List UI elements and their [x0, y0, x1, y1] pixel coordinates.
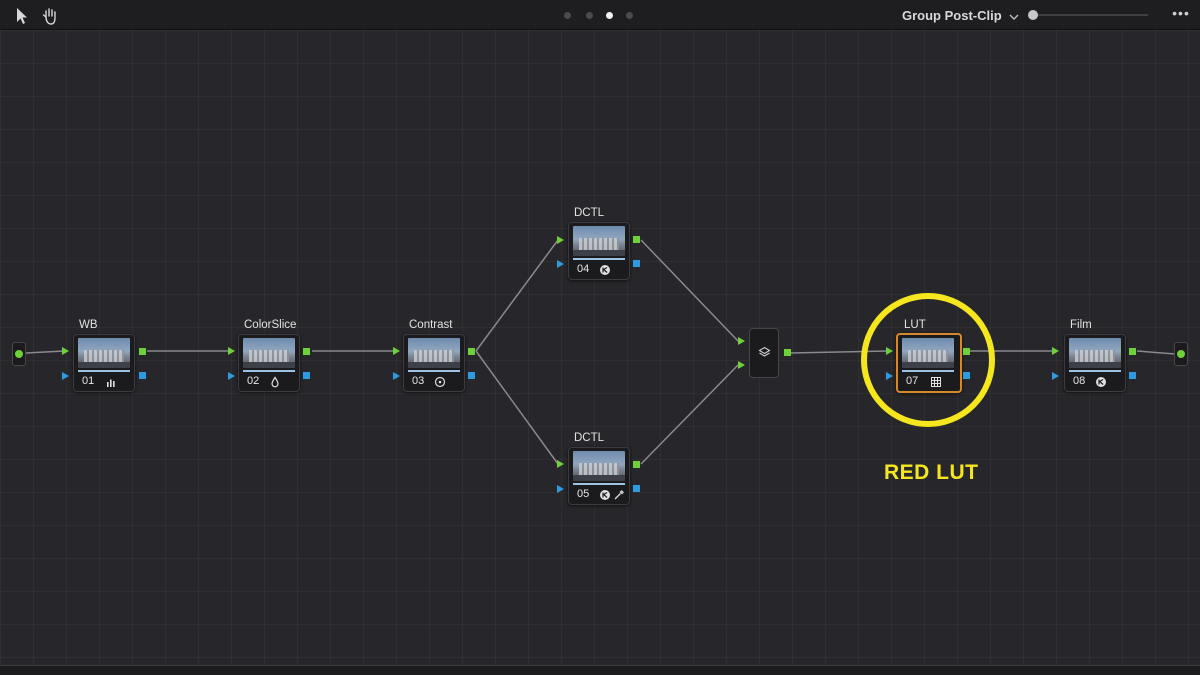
- node-label: ColorSlice: [244, 319, 297, 331]
- rgb-output-port[interactable]: [139, 348, 146, 355]
- key-output-port[interactable]: [139, 372, 146, 379]
- node-status-bar: [78, 370, 130, 372]
- link-contrast-dctl05: [475, 350, 559, 465]
- picker-icon: [613, 488, 625, 500]
- zoom-slider[interactable]: [1028, 10, 1148, 20]
- droplet-icon: [269, 375, 281, 388]
- node-thumbnail: [573, 451, 625, 481]
- node-thumbnail: [1069, 338, 1121, 368]
- input-port[interactable]: [15, 350, 23, 358]
- page-dot-active[interactable]: [606, 12, 613, 19]
- node-label: WB: [79, 319, 98, 331]
- node-mode-selector[interactable]: Group Post-Clip: [902, 8, 1002, 23]
- key-input-port[interactable]: [228, 372, 235, 380]
- key-output-port[interactable]: [1129, 372, 1136, 379]
- hand-icon[interactable]: [40, 6, 60, 26]
- node-status-bar: [243, 370, 295, 372]
- node-label: Film: [1070, 319, 1092, 331]
- node-01-wb[interactable]: 01: [73, 334, 135, 392]
- annotation-label: RED LUT: [884, 461, 979, 484]
- pointer-icon[interactable]: [12, 6, 32, 26]
- node-status-bar: [1069, 370, 1121, 372]
- rgb-output-port[interactable]: [633, 236, 640, 243]
- dctl-icon: [599, 263, 611, 275]
- link-dctl05-mixer: [640, 364, 739, 465]
- circle-dot-icon: [434, 375, 446, 388]
- rgb-output-port[interactable]: [633, 461, 640, 468]
- rgb-input-port[interactable]: [1052, 347, 1059, 355]
- node-label: DCTL: [574, 432, 605, 444]
- dctl-icon: [599, 488, 611, 500]
- bottom-bar: [0, 665, 1200, 675]
- link-film-output: [1136, 350, 1176, 355]
- node-08-film[interactable]: 08: [1064, 334, 1126, 392]
- rgb-input-port[interactable]: [557, 460, 564, 468]
- node-status-bar: [573, 258, 625, 260]
- layers-icon: [758, 346, 771, 359]
- node-number: 03: [412, 375, 425, 387]
- node-label: Contrast: [409, 319, 453, 331]
- dctl-icon: [1095, 375, 1107, 387]
- link-contrast-dctl04: [475, 239, 559, 352]
- rgb-output-port[interactable]: [784, 349, 791, 356]
- node-04-dctl[interactable]: 04: [568, 222, 630, 280]
- rgb-input-port[interactable]: [557, 236, 564, 244]
- zoom-handle[interactable]: [1028, 10, 1038, 20]
- rgb-input-port[interactable]: [228, 347, 235, 355]
- key-output-port[interactable]: [303, 372, 310, 379]
- more-dots-icon[interactable]: •••: [1172, 5, 1190, 21]
- key-output-port[interactable]: [633, 260, 640, 267]
- key-input-port[interactable]: [62, 372, 69, 380]
- node-05-dctl[interactable]: 05: [568, 447, 630, 505]
- node-number: 02: [247, 375, 260, 387]
- parallel-mixer-node[interactable]: [749, 328, 779, 378]
- node-number: 05: [577, 488, 590, 500]
- node-03-contrast[interactable]: 03: [403, 334, 465, 392]
- key-output-port[interactable]: [633, 485, 640, 492]
- rgb-output-port[interactable]: [1129, 348, 1136, 355]
- mixer-input-port-1[interactable]: [738, 337, 745, 345]
- page-dot[interactable]: [586, 12, 593, 19]
- page-dot[interactable]: [564, 12, 571, 19]
- key-input-port[interactable]: [557, 485, 564, 493]
- node-thumbnail: [78, 338, 130, 368]
- link-input-wb: [25, 350, 65, 354]
- mixer-input-port-2[interactable]: [738, 361, 745, 369]
- node-thumbnail: [573, 226, 625, 256]
- key-input-port[interactable]: [557, 260, 564, 268]
- rgb-output-port[interactable]: [468, 348, 475, 355]
- output-node[interactable]: [1174, 342, 1188, 366]
- rgb-input-port[interactable]: [393, 347, 400, 355]
- key-input-port[interactable]: [393, 372, 400, 380]
- bars-icon: [105, 375, 117, 387]
- node-number: 01: [82, 375, 95, 387]
- node-label: DCTL: [574, 207, 605, 219]
- node-thumbnail: [243, 338, 295, 368]
- chevron-down-icon[interactable]: [1008, 10, 1020, 22]
- node-status-bar: [408, 370, 460, 372]
- node-thumbnail: [408, 338, 460, 368]
- key-input-port[interactable]: [1052, 372, 1059, 380]
- zoom-track: [1032, 14, 1148, 16]
- node-02-colorslice[interactable]: 02: [238, 334, 300, 392]
- node-graph-canvas[interactable]: [0, 30, 1200, 665]
- rgb-output-port[interactable]: [303, 348, 310, 355]
- source-input-node[interactable]: [12, 342, 26, 366]
- link-dctl04-mixer: [640, 239, 739, 342]
- output-port[interactable]: [1177, 350, 1185, 358]
- key-output-port[interactable]: [468, 372, 475, 379]
- node-number: 04: [577, 263, 590, 275]
- rgb-input-port[interactable]: [62, 347, 69, 355]
- node-editor-toolbar: Group Post-Clip •••: [0, 0, 1200, 30]
- annotation-circle: [861, 293, 995, 427]
- node-status-bar: [573, 483, 625, 485]
- page-dot[interactable]: [626, 12, 633, 19]
- node-number: 08: [1073, 375, 1086, 387]
